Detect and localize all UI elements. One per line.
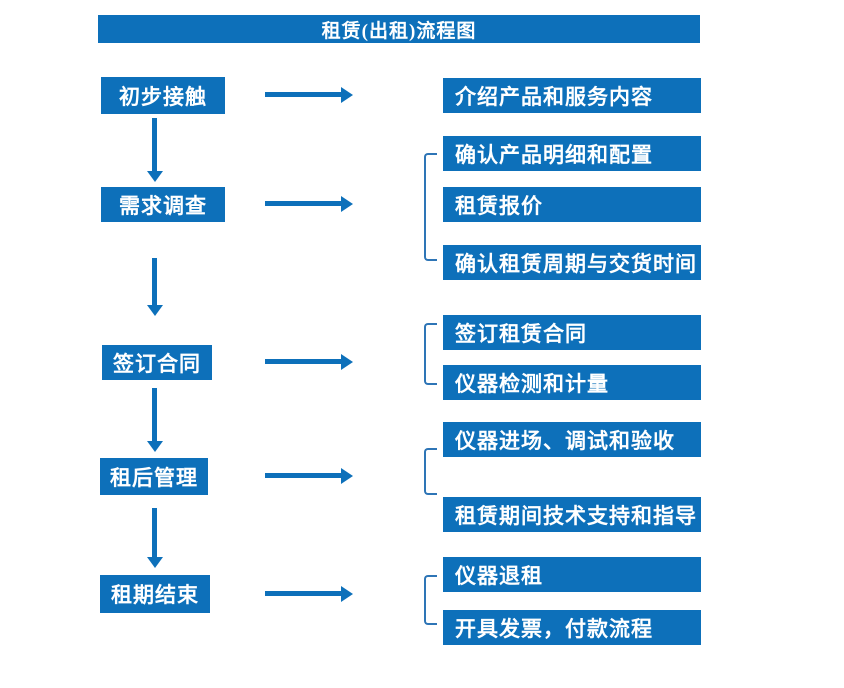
stage-box-sign-contract: 签订合同 (102, 345, 212, 380)
detail-box-confirm-period-delivery: 确认租赁周期与交货时间 (443, 245, 701, 280)
down-arrow-icon-1 (147, 118, 163, 182)
down-arrow-icon-2 (147, 258, 163, 316)
detail-box-instrument-inspection: 仪器检测和计量 (443, 365, 701, 400)
stage-box-rental-end: 租期结束 (100, 575, 210, 613)
title-bar: 租赁(出租)流程图 (98, 15, 700, 43)
stage-box-initial-contact: 初步接触 (101, 77, 225, 114)
right-arrow-icon-2 (265, 196, 353, 212)
right-arrow-icon-3 (265, 354, 353, 370)
detail-box-rental-quote: 租赁报价 (443, 187, 701, 222)
right-arrow-icon-1 (265, 87, 353, 103)
stage-box-demand-survey: 需求调查 (101, 187, 225, 222)
detail-box-sign-rental-contract: 签订租赁合同 (443, 315, 701, 350)
bracket-group-post-rental (424, 448, 437, 495)
right-arrow-icon-4 (265, 468, 353, 484)
detail-box-instrument-return: 仪器退租 (443, 557, 701, 592)
page-title: 租赁(出租)流程图 (321, 20, 477, 42)
bracket-group-rental-end (424, 575, 437, 625)
detail-box-technical-support: 租赁期间技术支持和指导 (443, 497, 701, 532)
bracket-group-demand-survey (424, 153, 437, 261)
bracket-group-sign-contract (424, 323, 437, 385)
detail-box-invoice-payment: 开具发票，付款流程 (443, 610, 701, 645)
down-arrow-icon-3 (147, 388, 163, 452)
stage-box-post-rental-management: 租后管理 (100, 458, 208, 495)
down-arrow-icon-4 (147, 508, 163, 568)
detail-box-introduce-products: 介绍产品和服务内容 (443, 78, 701, 113)
detail-box-instrument-setup-acceptance: 仪器进场、调试和验收 (443, 422, 701, 457)
detail-box-confirm-product-config: 确认产品明细和配置 (443, 136, 701, 171)
right-arrow-icon-5 (265, 586, 353, 602)
